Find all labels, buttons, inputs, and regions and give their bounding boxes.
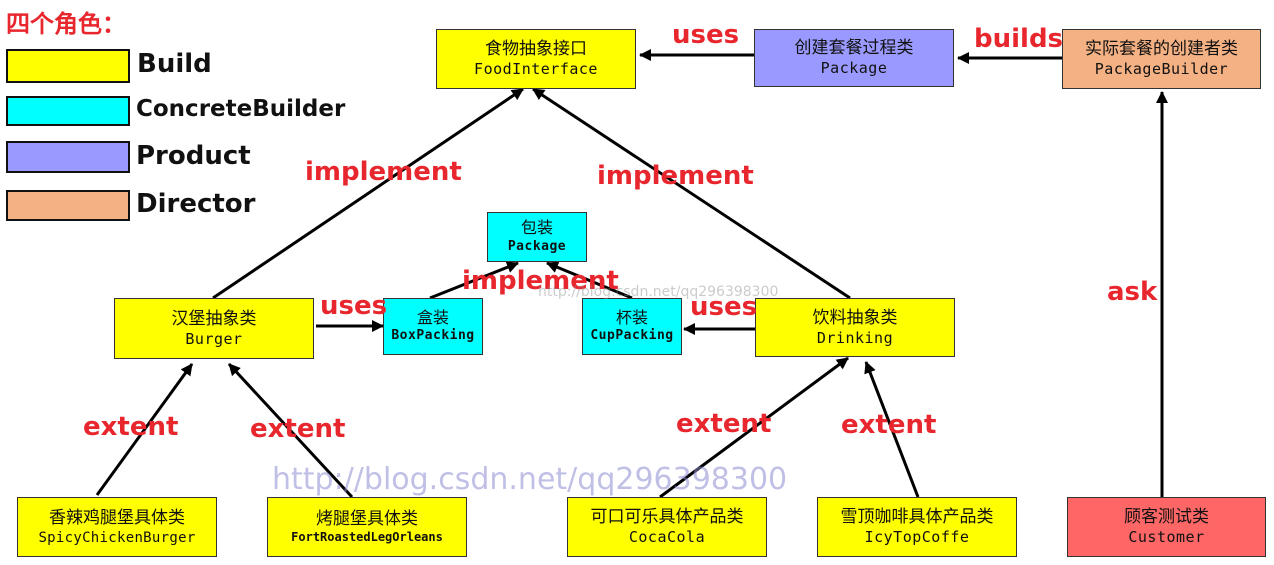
node-en-label: Drinking bbox=[816, 328, 894, 347]
node-en-label: FoodInterface bbox=[474, 60, 598, 79]
node-zh-label: 食物抽象接口 bbox=[485, 39, 587, 60]
watermark-faint: http://blog.csdn.net/qq296398300 bbox=[538, 284, 779, 300]
edge-box-to-wrap bbox=[429, 261, 519, 300]
relation-label-uses-right: uses bbox=[690, 292, 758, 322]
node-zh-label: 可口可乐具体产品类 bbox=[590, 507, 744, 528]
node-en-label: Burger bbox=[185, 329, 243, 348]
relation-label-implement-mid: implement bbox=[462, 266, 619, 296]
edge-coca-to-drinking bbox=[659, 356, 849, 499]
legend-swatch-director bbox=[6, 190, 130, 221]
node-en-label: IcyTopCoffe bbox=[864, 528, 970, 547]
node-zh-label: 顾客测试类 bbox=[1124, 507, 1209, 528]
relation-label-ask: ask bbox=[1107, 277, 1158, 307]
legend-label-concrete-builder: ConcreteBuilder bbox=[136, 96, 346, 122]
legend-title: 四个角色： bbox=[6, 10, 126, 38]
customer-node: 顾客测试类 Customer bbox=[1067, 497, 1266, 557]
node-en-label: CocaCola bbox=[628, 528, 706, 547]
node-zh-label: 烤腿堡具体类 bbox=[316, 509, 418, 530]
node-en-label: CupPacking bbox=[590, 328, 674, 344]
legend-label-director: Director bbox=[136, 189, 256, 219]
node-zh-label: 汉堡抽象类 bbox=[171, 308, 257, 329]
watermark-main: http://blog.csdn.net/qq296398300 bbox=[272, 462, 788, 497]
legend-label-build: Build bbox=[137, 49, 212, 79]
legend-swatch-build bbox=[6, 49, 130, 83]
relation-label-builds: builds bbox=[974, 24, 1064, 54]
relation-label-implement-left: implement bbox=[305, 157, 462, 187]
legend-swatch-product bbox=[6, 141, 130, 173]
package-builder-node: 实际套餐的创建者类 PackageBuilder bbox=[1062, 29, 1261, 89]
edge-fort-to-burger bbox=[227, 362, 354, 499]
node-zh-label: 创建套餐过程类 bbox=[794, 38, 914, 59]
legend-label-product: Product bbox=[136, 141, 251, 171]
relation-label-extent-4: extent bbox=[841, 410, 937, 440]
package-wrap-node: 包装 Package bbox=[487, 212, 587, 262]
burger-node: 汉堡抽象类 Burger bbox=[114, 298, 314, 359]
fort-roasted-node: 烤腿堡具体类 FortRoastedLegOrleans bbox=[267, 497, 467, 557]
edge-drinking-to-food bbox=[532, 87, 851, 300]
node-zh-label: 香辣鸡腿堡具体类 bbox=[49, 507, 185, 528]
coca-cola-node: 可口可乐具体产品类 CocaCola bbox=[567, 497, 767, 557]
relation-label-extent-3: extent bbox=[676, 409, 772, 439]
node-en-label: SpicyChickenBurger bbox=[38, 529, 196, 546]
relation-label-extent-1: extent bbox=[83, 412, 179, 442]
node-en-label: BoxPacking bbox=[391, 328, 475, 344]
node-en-label: Package bbox=[507, 238, 567, 254]
node-zh-label: 包装 bbox=[520, 218, 553, 238]
icy-top-node: 雪顶咖啡具体产品类 IcyTopCoffe bbox=[817, 497, 1017, 557]
node-zh-label: 雪顶咖啡具体产品类 bbox=[840, 507, 994, 528]
relation-label-implement-right: implement bbox=[597, 161, 754, 191]
package-process-node: 创建套餐过程类 Package bbox=[754, 29, 954, 87]
cup-packing-node: 杯装 CupPacking bbox=[582, 298, 682, 355]
edge-icy-to-drinking bbox=[864, 361, 920, 498]
edge-spicy-to-burger bbox=[95, 363, 194, 496]
box-packing-node: 盒装 BoxPacking bbox=[383, 298, 483, 355]
spicy-chicken-node: 香辣鸡腿堡具体类 SpicyChickenBurger bbox=[17, 497, 217, 557]
node-en-label: FortRoastedLegOrleans bbox=[291, 530, 443, 545]
edge-burger-to-food bbox=[212, 87, 524, 300]
legend-swatch-concrete-builder bbox=[6, 96, 130, 126]
relation-label-extent-2: extent bbox=[250, 414, 346, 444]
relation-label-uses-left: uses bbox=[320, 291, 388, 321]
node-zh-label: 盒装 bbox=[416, 307, 449, 327]
node-zh-label: 饮料抽象类 bbox=[812, 307, 898, 328]
edge-cup-to-wrap bbox=[546, 261, 633, 300]
node-en-label: Package bbox=[820, 59, 888, 78]
food-interface-node: 食物抽象接口 FoodInterface bbox=[436, 29, 636, 89]
drinking-node: 饮料抽象类 Drinking bbox=[755, 298, 955, 357]
relation-label-uses-top: uses bbox=[672, 20, 740, 50]
node-en-label: Customer bbox=[1128, 528, 1205, 547]
node-en-label: PackageBuilder bbox=[1094, 60, 1229, 79]
node-zh-label: 杯装 bbox=[615, 307, 648, 327]
node-zh-label: 实际套餐的创建者类 bbox=[1085, 39, 1238, 60]
